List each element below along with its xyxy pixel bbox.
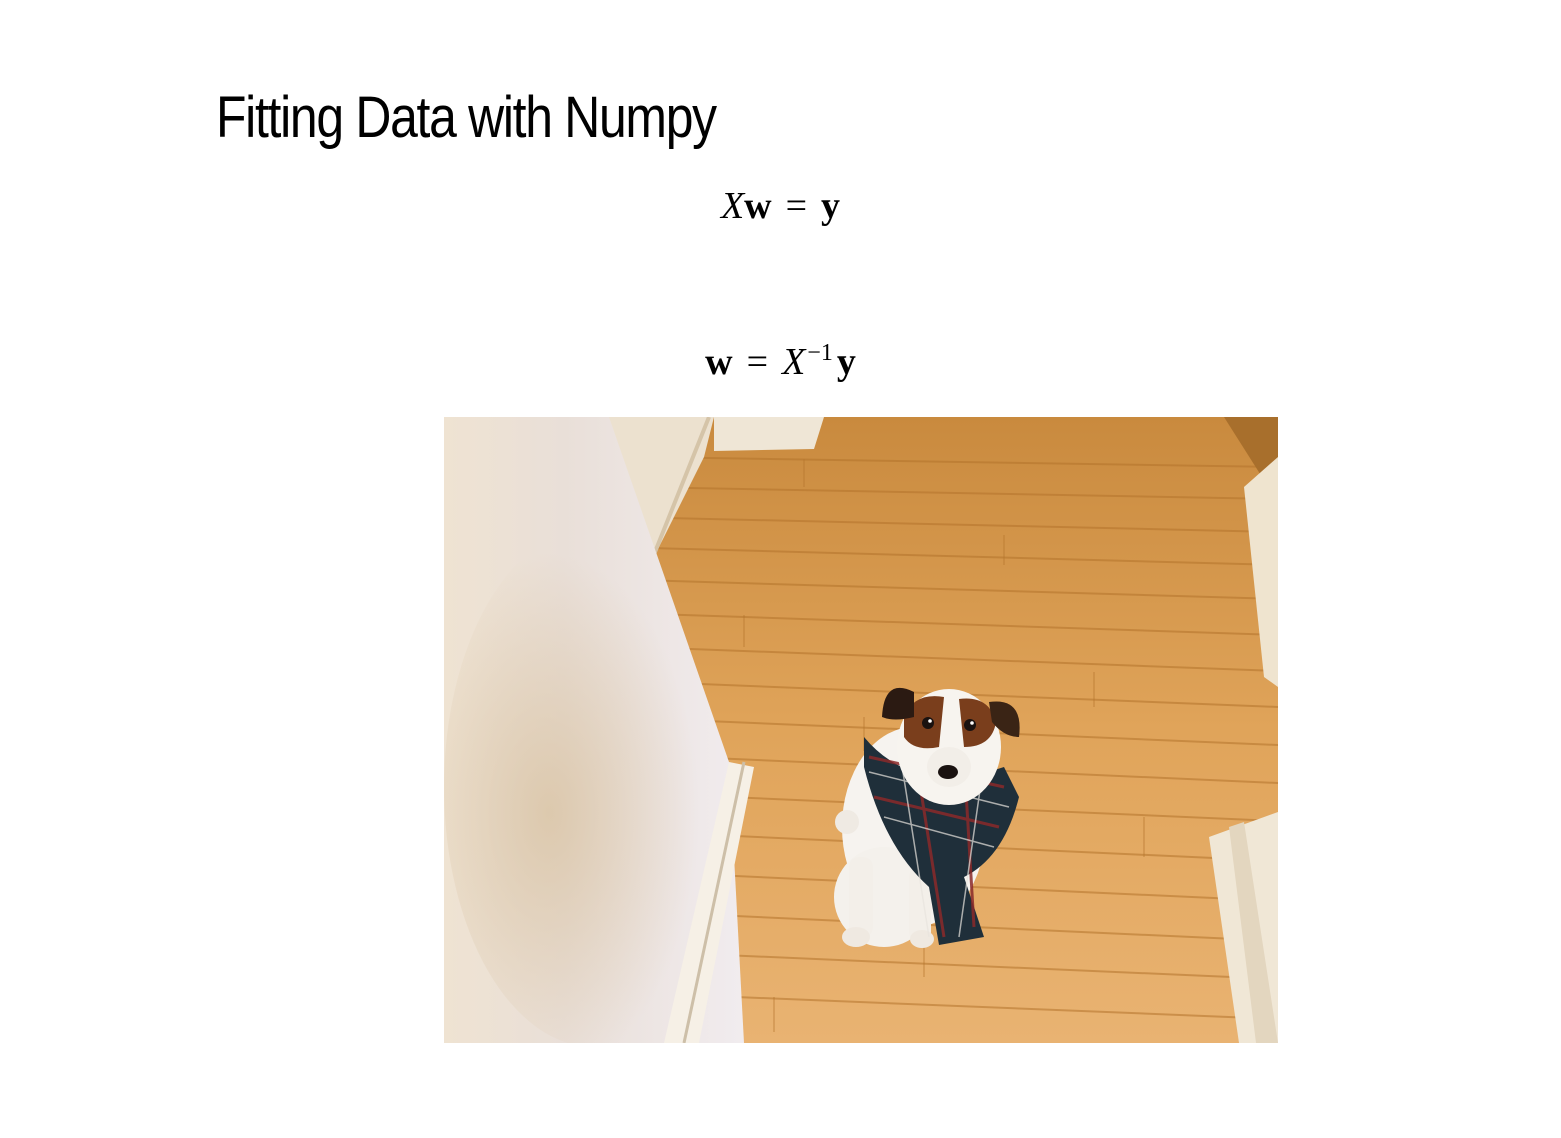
eq2-equals: = (746, 341, 769, 383)
eq1-vector-w: w (744, 185, 772, 227)
eq2-inverse-exponent: −1 (807, 340, 833, 366)
eq1-vector-y: y (821, 185, 841, 227)
eq1-matrix-x: X (720, 185, 745, 227)
equation-xw-equals-y: Xw = y (0, 184, 1561, 228)
eq2-vector-w: w (705, 341, 733, 383)
eq1-equals: = (785, 185, 808, 227)
eq2-vector-y: y (836, 341, 856, 383)
slide-title: Fitting Data with Numpy (216, 85, 717, 150)
eq2-matrix-x: X (782, 341, 806, 383)
dog-photo (444, 417, 1278, 1043)
